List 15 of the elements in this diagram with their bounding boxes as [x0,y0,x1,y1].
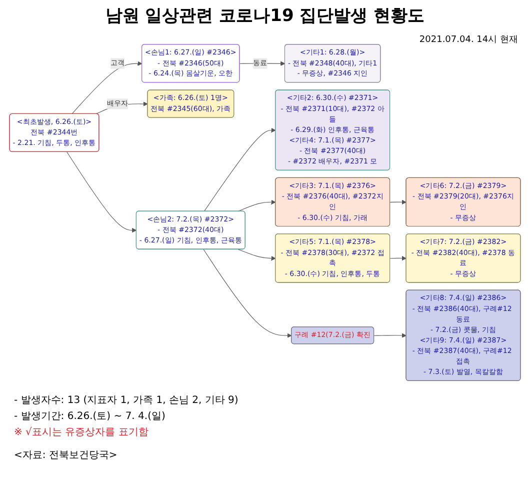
note-text: - 발생기간: 6.26.(토) ~ 7. 4.(일) [14,410,166,423]
source-note: <자료: 전북보건당국> [14,449,118,462]
arrow [72,61,142,114]
title: 남원 일상관련 코로나19 집단발생 현황도 [104,5,426,27]
arrow [390,256,406,261]
arrow [390,200,406,204]
arrow [203,249,292,338]
note-text: - 발생자수: 13 (지표자 1, 가족 1, 손님 2, 기타 9) [14,394,238,407]
arrow [238,249,276,261]
arrow [66,152,137,233]
note-text: ※ √표시는 유증상자를 표기함 [14,426,148,439]
arrow [204,128,276,212]
arrow [374,333,406,338]
date-note: 2021.07.04. 14시 현재 [419,34,518,46]
arrow [238,200,276,212]
